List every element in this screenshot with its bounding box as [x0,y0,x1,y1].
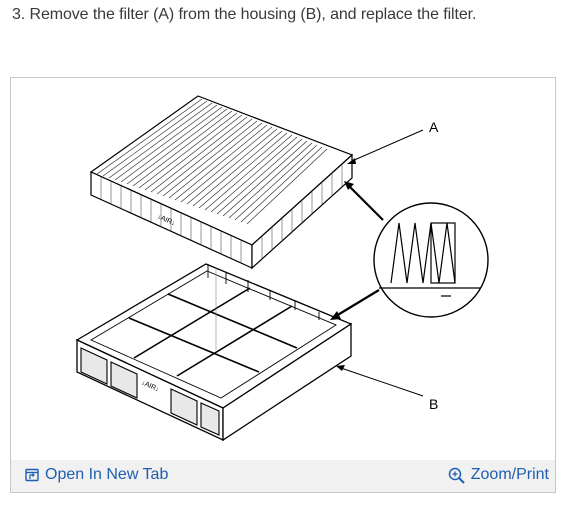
filter-top-face [89,95,354,246]
zoom-print-label: Zoom/Print [470,466,549,483]
label-a: A [429,119,439,135]
open-in-new-tab-label: Open In New Tab [45,466,169,483]
leader-line-a [351,129,424,162]
filter-diagram: ↓AIR↓ ↓AIR↓ [75,95,489,442]
figure-frame: ↓AIR↓ ↓AIR↓ [10,77,556,493]
leader-line-b [340,367,424,397]
zoom-plus-icon [448,467,465,484]
open-tab-icon [25,468,39,482]
step-instruction: 3. Remove the filter (A) from the housin… [12,6,477,23]
figure-toolbar: Open In New Tab Zoom/Print [10,460,556,493]
label-b: B [429,396,438,412]
open-in-new-tab-link[interactable]: Open In New Tab [25,466,168,484]
zoom-print-link[interactable]: Zoom/Print [448,466,549,484]
housing-right-face [222,322,352,442]
